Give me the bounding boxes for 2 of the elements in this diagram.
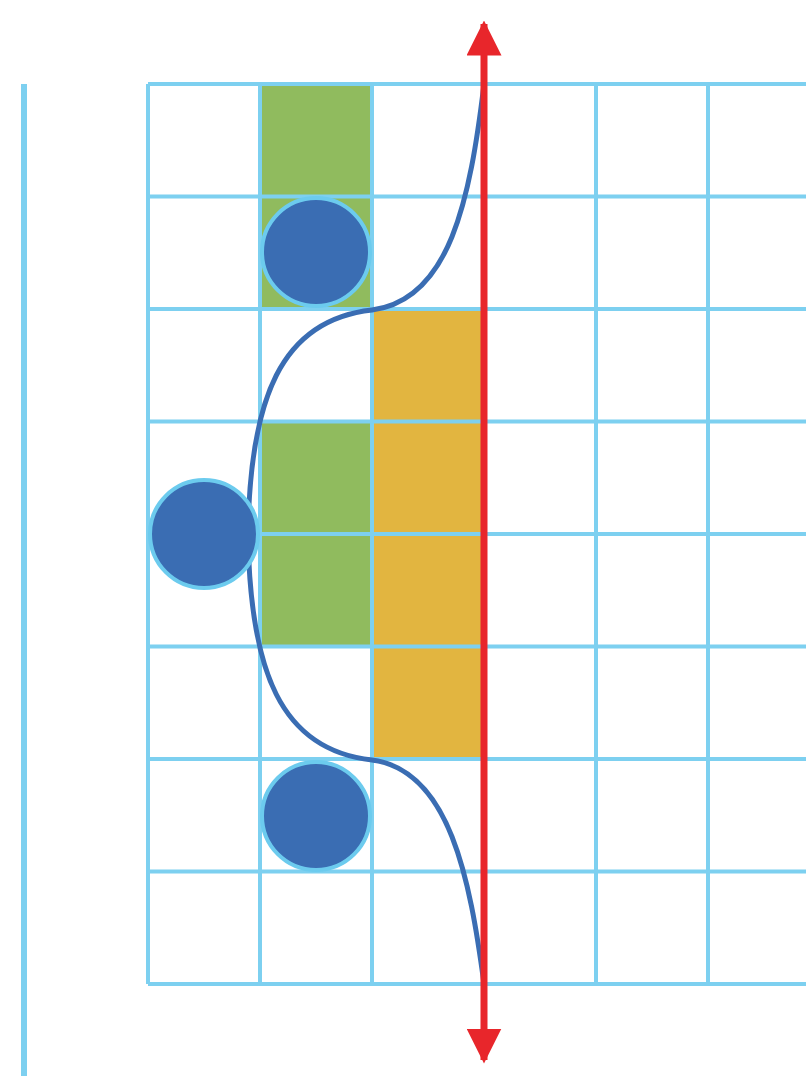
circle [148, 478, 260, 590]
circle [260, 760, 372, 872]
